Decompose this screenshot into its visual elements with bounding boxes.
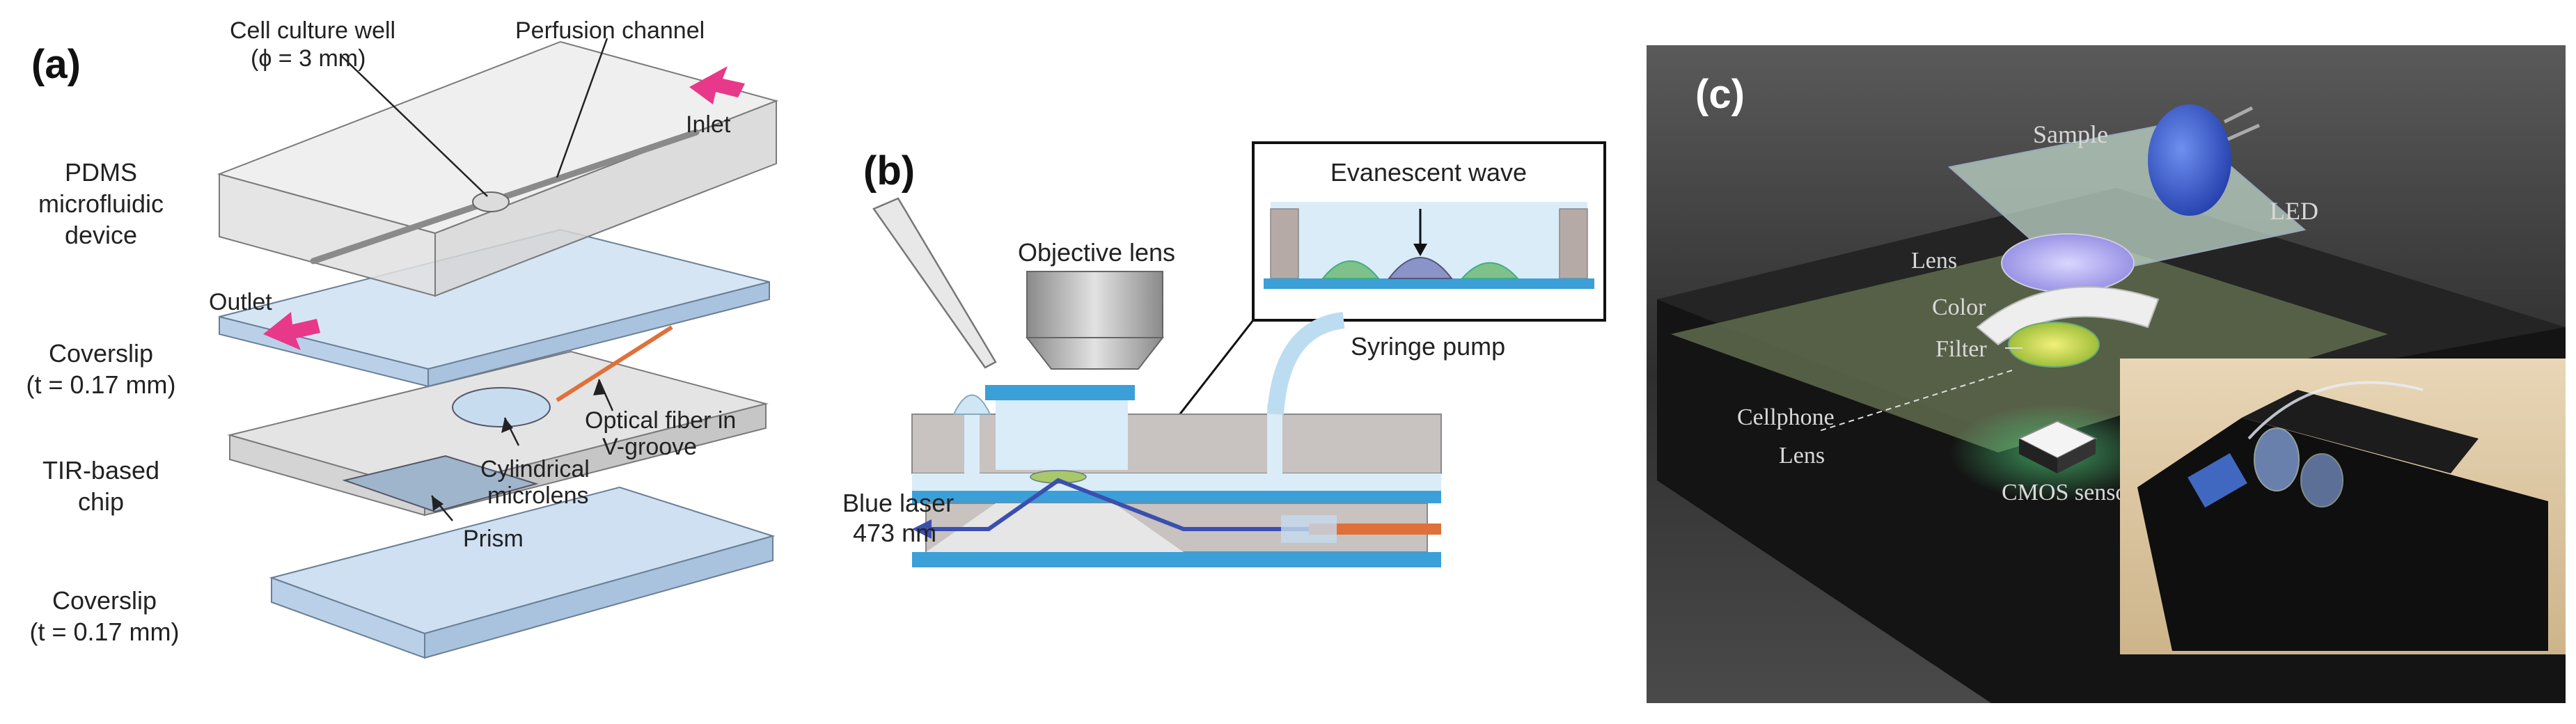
label-cylindrical-1: Cylindrical bbox=[480, 456, 590, 482]
panel-b-tag: (b) bbox=[863, 148, 915, 194]
panel-c-tag: (c) bbox=[1695, 72, 1745, 117]
label-optical-fiber-2: V-groove bbox=[602, 434, 697, 460]
label-prism: Prism bbox=[463, 526, 524, 552]
cells-on-glass bbox=[1030, 470, 1087, 484]
label-inlet: Inlet bbox=[686, 111, 731, 138]
chamber bbox=[996, 400, 1128, 470]
flow-channel bbox=[912, 473, 1441, 491]
photo-blue-holder bbox=[2188, 452, 2247, 508]
label-outlet: Outlet bbox=[209, 289, 272, 315]
pdms-device-layer bbox=[217, 40, 779, 297]
label-pdms-2: microfluidic bbox=[38, 189, 164, 218]
objective-body bbox=[1026, 271, 1163, 338]
label-sample: Sample bbox=[2033, 120, 2108, 148]
syringe-tube bbox=[1267, 312, 1345, 415]
label-led: LED bbox=[2270, 197, 2318, 225]
label-perfusion-channel: Perfusion channel bbox=[515, 17, 705, 44]
lens-shape bbox=[2001, 233, 2135, 293]
label-cylindrical-2: microlens bbox=[487, 482, 588, 509]
label-objective-lens: Objective lens bbox=[1018, 238, 1175, 267]
label-cellphone-2: Lens bbox=[1779, 443, 1825, 469]
channel-leader bbox=[556, 38, 608, 178]
inlet-arrow-icon bbox=[689, 66, 745, 104]
label-cellphone-1: Cellphone bbox=[1737, 404, 1835, 430]
bottom-coverslip-layer bbox=[269, 486, 776, 659]
label-lens: Lens bbox=[1911, 248, 1957, 274]
color-filter-shape bbox=[2008, 322, 2100, 368]
outlet-arrow-icon bbox=[263, 312, 320, 350]
bottom-glass bbox=[912, 552, 1441, 567]
label-color-2: Filter bbox=[1935, 336, 1987, 362]
inset-cell-1 bbox=[1321, 260, 1381, 279]
objective-tip bbox=[1025, 337, 1165, 370]
tir-chip-layer bbox=[227, 325, 769, 517]
label-blue-laser-2: 473 nm bbox=[853, 519, 936, 547]
panel-a: (a) bbox=[26, 17, 779, 659]
prism-section bbox=[926, 503, 1184, 552]
label-coverslip-bot-1: Coverslip bbox=[52, 586, 157, 615]
inset-cell-3 bbox=[1460, 262, 1520, 279]
label-syringe-pump: Syringe pump bbox=[1351, 332, 1505, 361]
label-blue-laser-1: Blue laser bbox=[842, 489, 954, 517]
led-icon bbox=[2148, 104, 2231, 216]
label-evanescent-wave: Evanescent wave bbox=[1330, 158, 1527, 187]
label-optical-fiber-1: Optical fiber in bbox=[585, 407, 736, 434]
optical-fiber bbox=[556, 325, 673, 402]
label-coverslip-bot-2: (t = 0.17 mm) bbox=[29, 617, 179, 646]
fiber-section bbox=[1309, 524, 1441, 535]
inset-cell-2 bbox=[1387, 257, 1454, 279]
label-cell-culture-well: Cell culture well bbox=[230, 17, 395, 44]
panel-a-tag: (a) bbox=[31, 42, 81, 87]
label-pdms-1: PDMS bbox=[65, 158, 137, 187]
label-color-1: Color bbox=[1932, 294, 1986, 320]
middle-glass bbox=[912, 491, 1441, 503]
panel-b: (b) Evanescent wave Objective lens bbox=[842, 141, 1606, 567]
prism-shape bbox=[342, 455, 539, 513]
well-leader bbox=[340, 55, 488, 197]
label-pdms-3: device bbox=[65, 221, 137, 249]
laser-path bbox=[926, 478, 1399, 531]
label-tir-2: chip bbox=[78, 487, 124, 516]
label-well-diameter: (ϕ = 3 mm) bbox=[251, 45, 366, 72]
inset-glass bbox=[1264, 278, 1594, 289]
device-photo-inset bbox=[2120, 359, 2566, 654]
pipette-shape bbox=[872, 197, 997, 369]
culture-well-shape bbox=[472, 191, 510, 212]
label-coverslip-top-2: (t = 0.17 mm) bbox=[26, 370, 175, 399]
laser-arrow-icon bbox=[912, 519, 932, 539]
panel-c: (c) Sample LED Lens Color Filter Cellpho… bbox=[1647, 45, 2566, 703]
pdms-block bbox=[911, 414, 1442, 474]
label-coverslip-top-1: Coverslip bbox=[49, 339, 153, 368]
label-tir-1: TIR-based bbox=[42, 456, 159, 485]
top-glass bbox=[985, 385, 1135, 400]
label-cmos: CMOS sensor bbox=[2002, 480, 2135, 505]
microlens-shape bbox=[452, 387, 551, 427]
